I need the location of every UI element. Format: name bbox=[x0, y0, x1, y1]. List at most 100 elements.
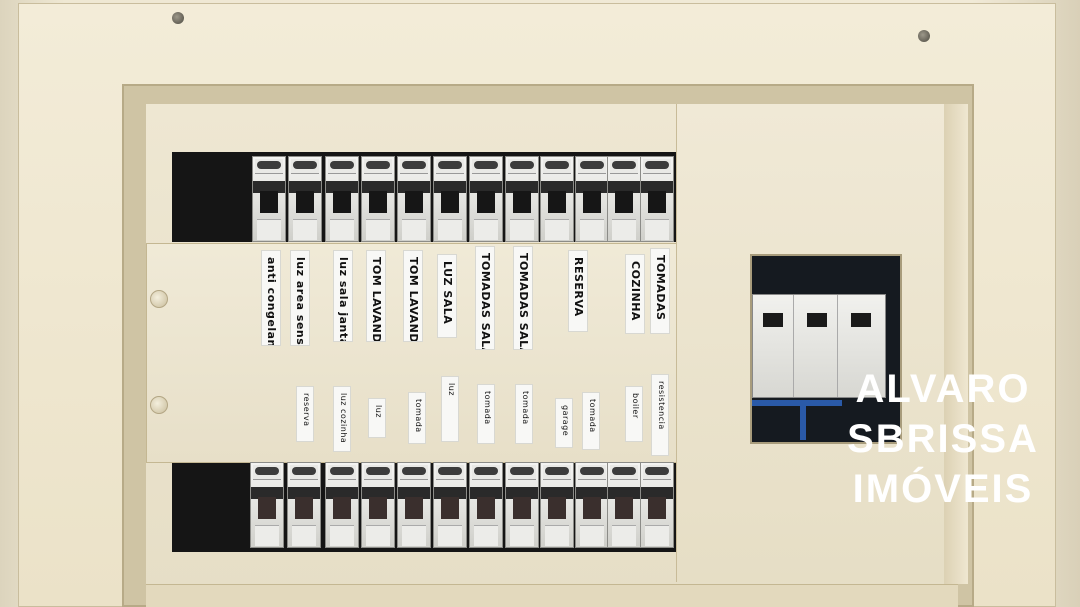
breaker-brand bbox=[257, 161, 281, 169]
circuit-label: COZINHA bbox=[625, 254, 645, 334]
breaker-face bbox=[612, 219, 636, 240]
circuit-breaker bbox=[607, 156, 641, 242]
breaker-face bbox=[645, 219, 669, 240]
blue-wire bbox=[800, 404, 806, 440]
circuit-label: luz sala jantar bbox=[333, 250, 353, 342]
breaker-face bbox=[293, 219, 317, 240]
watermark-line: ALVARO bbox=[855, 367, 1031, 411]
breaker-tog bbox=[405, 497, 423, 519]
breaker-tog bbox=[513, 497, 531, 519]
breaker-tog bbox=[513, 191, 531, 213]
breaker-face bbox=[402, 219, 426, 240]
circuit-breaker bbox=[540, 462, 574, 548]
breaker-band bbox=[506, 181, 538, 193]
breaker-toggle bbox=[763, 313, 783, 327]
circuit-label: luz cozinha bbox=[333, 386, 351, 452]
breaker-pole bbox=[753, 295, 794, 397]
circuit-label: TOMADAS bbox=[650, 248, 670, 334]
circuit-label: tomada bbox=[582, 392, 600, 450]
frame-screw bbox=[918, 30, 930, 42]
breaker-face bbox=[645, 525, 669, 546]
breaker-tog bbox=[333, 191, 351, 213]
circuit-breaker bbox=[325, 156, 359, 242]
breaker-band bbox=[608, 487, 640, 499]
breaker-band bbox=[398, 487, 430, 499]
breaker-face bbox=[257, 219, 281, 240]
circuit-breaker bbox=[505, 462, 539, 548]
breaker-band bbox=[289, 181, 321, 193]
breaker-face bbox=[438, 219, 462, 240]
breaker-tog bbox=[258, 497, 276, 519]
breaker-brand bbox=[580, 467, 604, 475]
breaker-brand bbox=[580, 161, 604, 169]
breaker-brand bbox=[366, 467, 390, 475]
cover-screw bbox=[150, 396, 168, 414]
breaker-band bbox=[434, 181, 466, 193]
circuit-label: luz bbox=[368, 398, 386, 438]
breaker-face bbox=[474, 525, 498, 546]
breaker-brand bbox=[645, 161, 669, 169]
breaker-tog bbox=[648, 497, 666, 519]
breaker-brand bbox=[255, 467, 279, 475]
breaker-band bbox=[398, 181, 430, 193]
breaker-band bbox=[576, 487, 608, 499]
circuit-breaker bbox=[433, 462, 467, 548]
breaker-band bbox=[608, 181, 640, 193]
circuit-label: reserva bbox=[296, 386, 314, 442]
circuit-breaker bbox=[252, 156, 286, 242]
circuit-breaker bbox=[325, 462, 359, 548]
watermark-line: IMÓVEIS bbox=[852, 467, 1034, 511]
breaker-band bbox=[362, 487, 394, 499]
breaker-band bbox=[470, 181, 502, 193]
circuit-label: tomada bbox=[477, 384, 495, 444]
breaker-tog bbox=[260, 191, 278, 213]
circuit-breaker bbox=[397, 156, 431, 242]
breaker-face bbox=[474, 219, 498, 240]
breaker-toggle bbox=[807, 313, 827, 327]
circuit-label: anti congelante bbox=[261, 250, 281, 346]
breaker-tog bbox=[405, 191, 423, 213]
breaker-face bbox=[510, 525, 534, 546]
breaker-face bbox=[580, 525, 604, 546]
breaker-tog bbox=[548, 497, 566, 519]
breaker-brand bbox=[545, 467, 569, 475]
breaker-face bbox=[402, 525, 426, 546]
breaker-brand bbox=[612, 467, 636, 475]
breaker-brand bbox=[366, 161, 390, 169]
breaker-pole bbox=[797, 295, 838, 397]
breaker-brand bbox=[438, 161, 462, 169]
breaker-face bbox=[255, 525, 279, 546]
circuit-breaker bbox=[397, 462, 431, 548]
breaker-brand bbox=[510, 161, 534, 169]
circuit-breaker bbox=[361, 462, 395, 548]
breaker-face bbox=[545, 525, 569, 546]
breaker-face bbox=[366, 525, 390, 546]
circuit-label: luz bbox=[441, 376, 459, 442]
breaker-band bbox=[641, 181, 673, 193]
breaker-tog bbox=[369, 497, 387, 519]
circuit-breaker bbox=[361, 156, 395, 242]
breaker-face bbox=[612, 525, 636, 546]
breaker-tog bbox=[369, 191, 387, 213]
breaker-face bbox=[580, 219, 604, 240]
breaker-tog bbox=[648, 191, 666, 213]
circuit-breaker bbox=[433, 156, 467, 242]
circuit-breaker bbox=[505, 156, 539, 242]
watermark-line: SBRISSA bbox=[847, 417, 1039, 461]
breaker-face bbox=[510, 219, 534, 240]
circuit-breaker bbox=[469, 462, 503, 548]
breaker-brand bbox=[402, 161, 426, 169]
breaker-brand bbox=[402, 467, 426, 475]
breaker-brand bbox=[293, 161, 317, 169]
breaker-tog bbox=[583, 497, 601, 519]
breaker-tog bbox=[477, 191, 495, 213]
breaker-brand bbox=[474, 161, 498, 169]
circuit-label: TOM LAVAND bbox=[403, 250, 423, 342]
frame-edge bbox=[944, 104, 968, 584]
breaker-tog bbox=[441, 191, 459, 213]
breaker-brand bbox=[438, 467, 462, 475]
breaker-tog bbox=[615, 191, 633, 213]
breaker-tog bbox=[295, 497, 313, 519]
breaker-band bbox=[326, 487, 358, 499]
blue-wire bbox=[752, 400, 842, 406]
